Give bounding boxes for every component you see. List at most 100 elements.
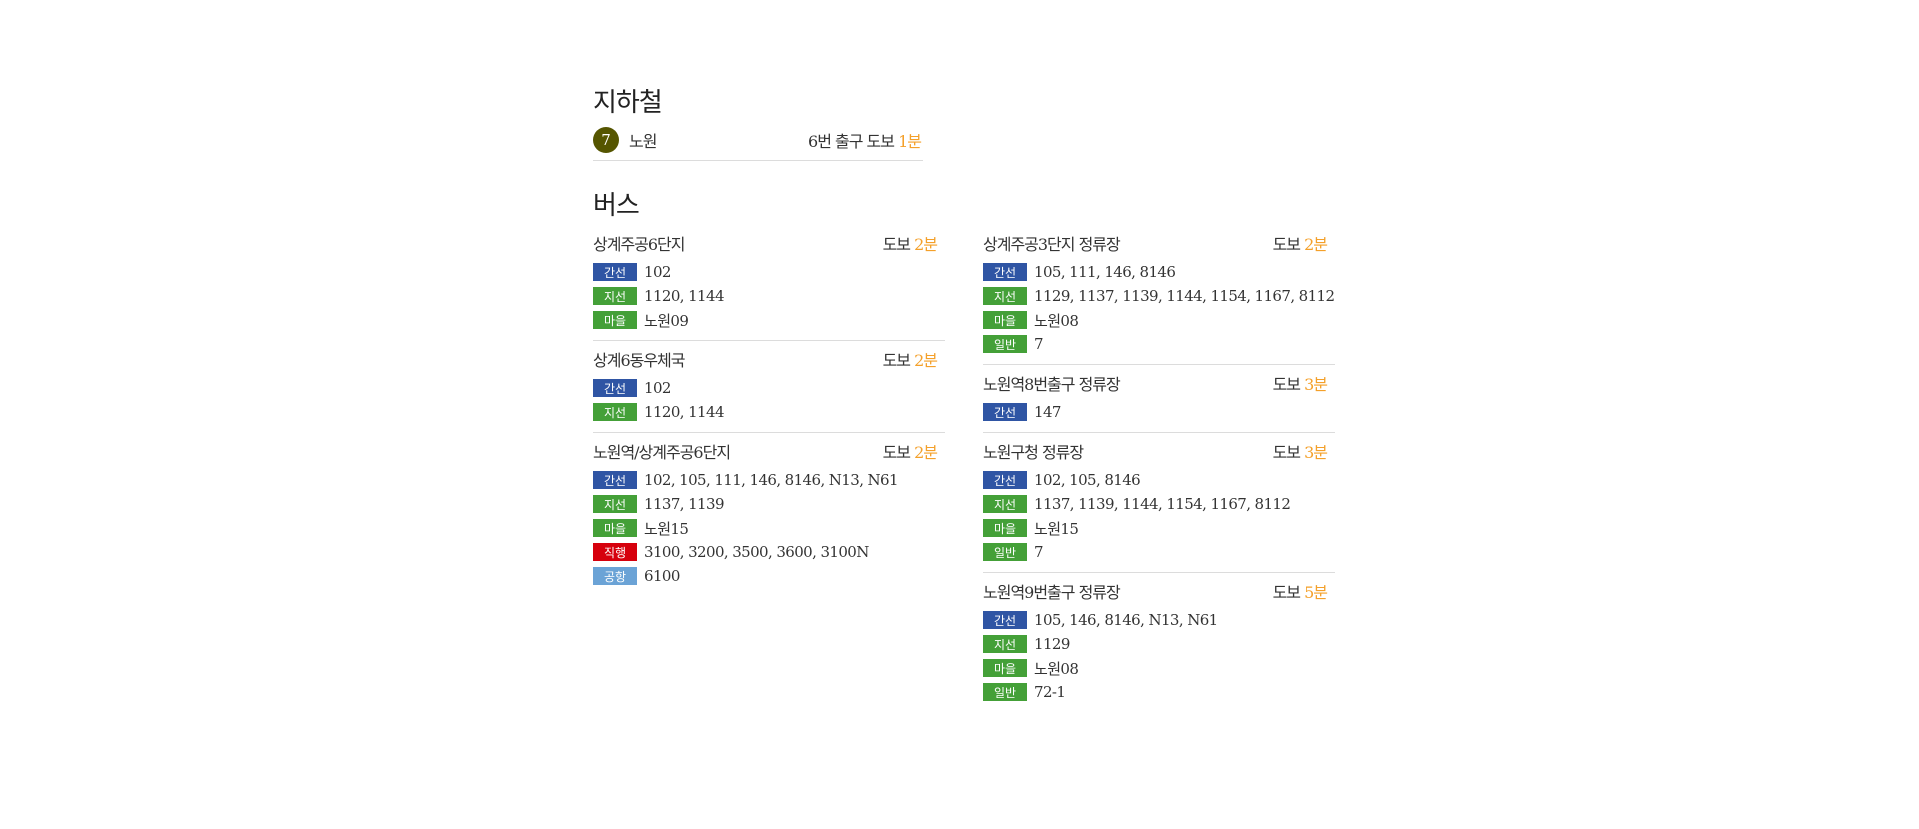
subway-station-name: 노원 — [629, 132, 657, 151]
bus-route-numbers: 1120, 1144 — [644, 287, 724, 305]
bus-route-numbers: 6100 — [644, 567, 680, 585]
bus-route-numbers: 노원09 — [644, 311, 689, 330]
bus-route-row: 지선 1120, 1144 — [593, 400, 945, 424]
walk-time: 3분 — [1304, 443, 1328, 462]
subway-exit-info: 6번 출구 도보 1분 — [808, 128, 922, 152]
bus-stop-walk: 도보 5분 — [1272, 579, 1328, 603]
bus-type-badge: 지선 — [593, 403, 637, 421]
bus-stop-name: 노원구청 정류장 — [983, 443, 1084, 462]
walk-label: 도보 — [882, 235, 915, 254]
bus-route-numbers: 1120, 1144 — [644, 403, 724, 421]
bus-route-numbers: 노원15 — [1034, 519, 1079, 538]
bus-route-row: 마을 노원08 — [983, 308, 1335, 332]
bus-stop-header: 노원역9번출구 정류장 도보 5분 — [983, 579, 1335, 603]
bus-stop-name: 상계6동우체국 — [593, 351, 685, 370]
bus-type-badge: 일반 — [983, 543, 1027, 561]
bus-route-numbers: 노원08 — [1034, 659, 1079, 678]
walk-time: 5분 — [1304, 583, 1328, 602]
bus-stop-name: 노원역9번출구 정류장 — [983, 583, 1121, 602]
bus-route-numbers: 147 — [1034, 403, 1061, 421]
bus-route-numbers: 7 — [1034, 335, 1044, 353]
walk-label: 도보 — [882, 351, 915, 370]
bus-type-badge: 간선 — [593, 471, 637, 489]
bus-stop-name: 상계주공6단지 — [593, 235, 685, 254]
bus-route-numbers: 102 — [644, 379, 671, 397]
bus-type-badge: 지선 — [983, 635, 1027, 653]
bus-stop-walk: 도보 2분 — [1272, 231, 1328, 255]
subway-station-row: 7 노원 6번 출구 도보 1분 — [593, 120, 923, 161]
walk-time: 2분 — [914, 351, 938, 370]
bus-type-badge: 간선 — [593, 379, 637, 397]
bus-type-badge: 공항 — [593, 567, 637, 585]
bus-route-numbers: 105, 146, 8146, N13, N61 — [1034, 611, 1218, 629]
walk-label: 도보 — [1272, 583, 1305, 602]
walk-time: 2분 — [914, 443, 938, 462]
bus-route-numbers: 102, 105, 8146 — [1034, 471, 1141, 489]
walk-time: 2분 — [1304, 235, 1328, 254]
bus-route-row: 간선 102, 105, 8146 — [983, 468, 1335, 492]
bus-stop-walk: 도보 2분 — [882, 231, 938, 255]
bus-route-row: 간선 102 — [593, 376, 945, 400]
walk-time: 2분 — [914, 235, 938, 254]
bus-stop-name: 노원역8번출구 정류장 — [983, 375, 1121, 394]
bus-type-badge: 일반 — [983, 335, 1027, 353]
bus-type-badge: 마을 — [983, 311, 1027, 329]
bus-route-numbers: 노원08 — [1034, 311, 1079, 330]
bus-route-numbers: 1129, 1137, 1139, 1144, 1154, 1167, 8112 — [1034, 287, 1335, 305]
bus-route-row: 일반 72-1 — [983, 680, 1335, 704]
subway-line-badge: 7 — [593, 127, 619, 153]
exit-text: 6번 출구 도보 — [808, 132, 895, 151]
bus-route-numbers: 노원15 — [644, 519, 689, 538]
bus-route-numbers: 105, 111, 146, 8146 — [1034, 263, 1176, 281]
bus-route-numbers: 1137, 1139 — [644, 495, 724, 513]
walk-label: 도보 — [1272, 375, 1305, 394]
bus-type-badge: 직행 — [593, 543, 637, 561]
bus-route-numbers: 102 — [644, 263, 671, 281]
bus-route-numbers: 102, 105, 111, 146, 8146, N13, N61 — [644, 471, 899, 489]
bus-route-row: 간선 105, 111, 146, 8146 — [983, 260, 1335, 284]
bus-stop-header: 상계주공3단지 정류장 도보 2분 — [983, 231, 1335, 255]
bus-stop-header: 노원구청 정류장 도보 3분 — [983, 439, 1335, 463]
bus-route-row: 지선 1129, 1137, 1139, 1144, 1154, 1167, 81… — [983, 284, 1335, 308]
bus-section-title: 버스 — [593, 191, 640, 221]
bus-type-badge: 지선 — [983, 287, 1027, 305]
walk-label: 도보 — [1272, 235, 1305, 254]
bus-route-row: 직행 3100, 3200, 3500, 3600, 3100N — [593, 540, 945, 564]
bus-type-badge: 지선 — [983, 495, 1027, 513]
bus-route-row: 지선 1137, 1139, 1144, 1154, 1167, 8112 — [983, 492, 1335, 516]
bus-type-badge: 간선 — [983, 471, 1027, 489]
bus-type-badge: 간선 — [983, 403, 1027, 421]
bus-type-badge: 간선 — [983, 263, 1027, 281]
bus-stop-walk: 도보 3분 — [1273, 439, 1328, 463]
bus-route-row: 공항 6100 — [593, 564, 945, 588]
walk-time: 1분 — [898, 132, 922, 151]
bus-stop-walk: 도보 3분 — [1272, 371, 1328, 395]
bus-route-row: 지선 1129 — [983, 632, 1335, 656]
bus-route-row: 간선 102, 105, 111, 146, 8146, N13, N61 — [593, 468, 945, 492]
bus-route-numbers: 3100, 3200, 3500, 3600, 3100N — [644, 543, 869, 561]
bus-route-numbers: 1129 — [1034, 635, 1070, 653]
bus-stop-name: 상계주공3단지 정류장 — [983, 235, 1121, 254]
bus-stop-header: 상계6동우체국 도보 2분 — [593, 347, 945, 371]
walk-label: 도보 — [882, 443, 915, 462]
bus-route-numbers: 72-1 — [1034, 683, 1066, 701]
bus-stop-walk: 도보 2분 — [882, 439, 938, 463]
bus-type-badge: 일반 — [983, 683, 1027, 701]
bus-stop-header: 노원역8번출구 정류장 도보 3분 — [983, 371, 1335, 395]
bus-type-badge: 지선 — [593, 495, 637, 513]
bus-route-numbers: 1137, 1139, 1144, 1154, 1167, 8112 — [1034, 495, 1291, 513]
